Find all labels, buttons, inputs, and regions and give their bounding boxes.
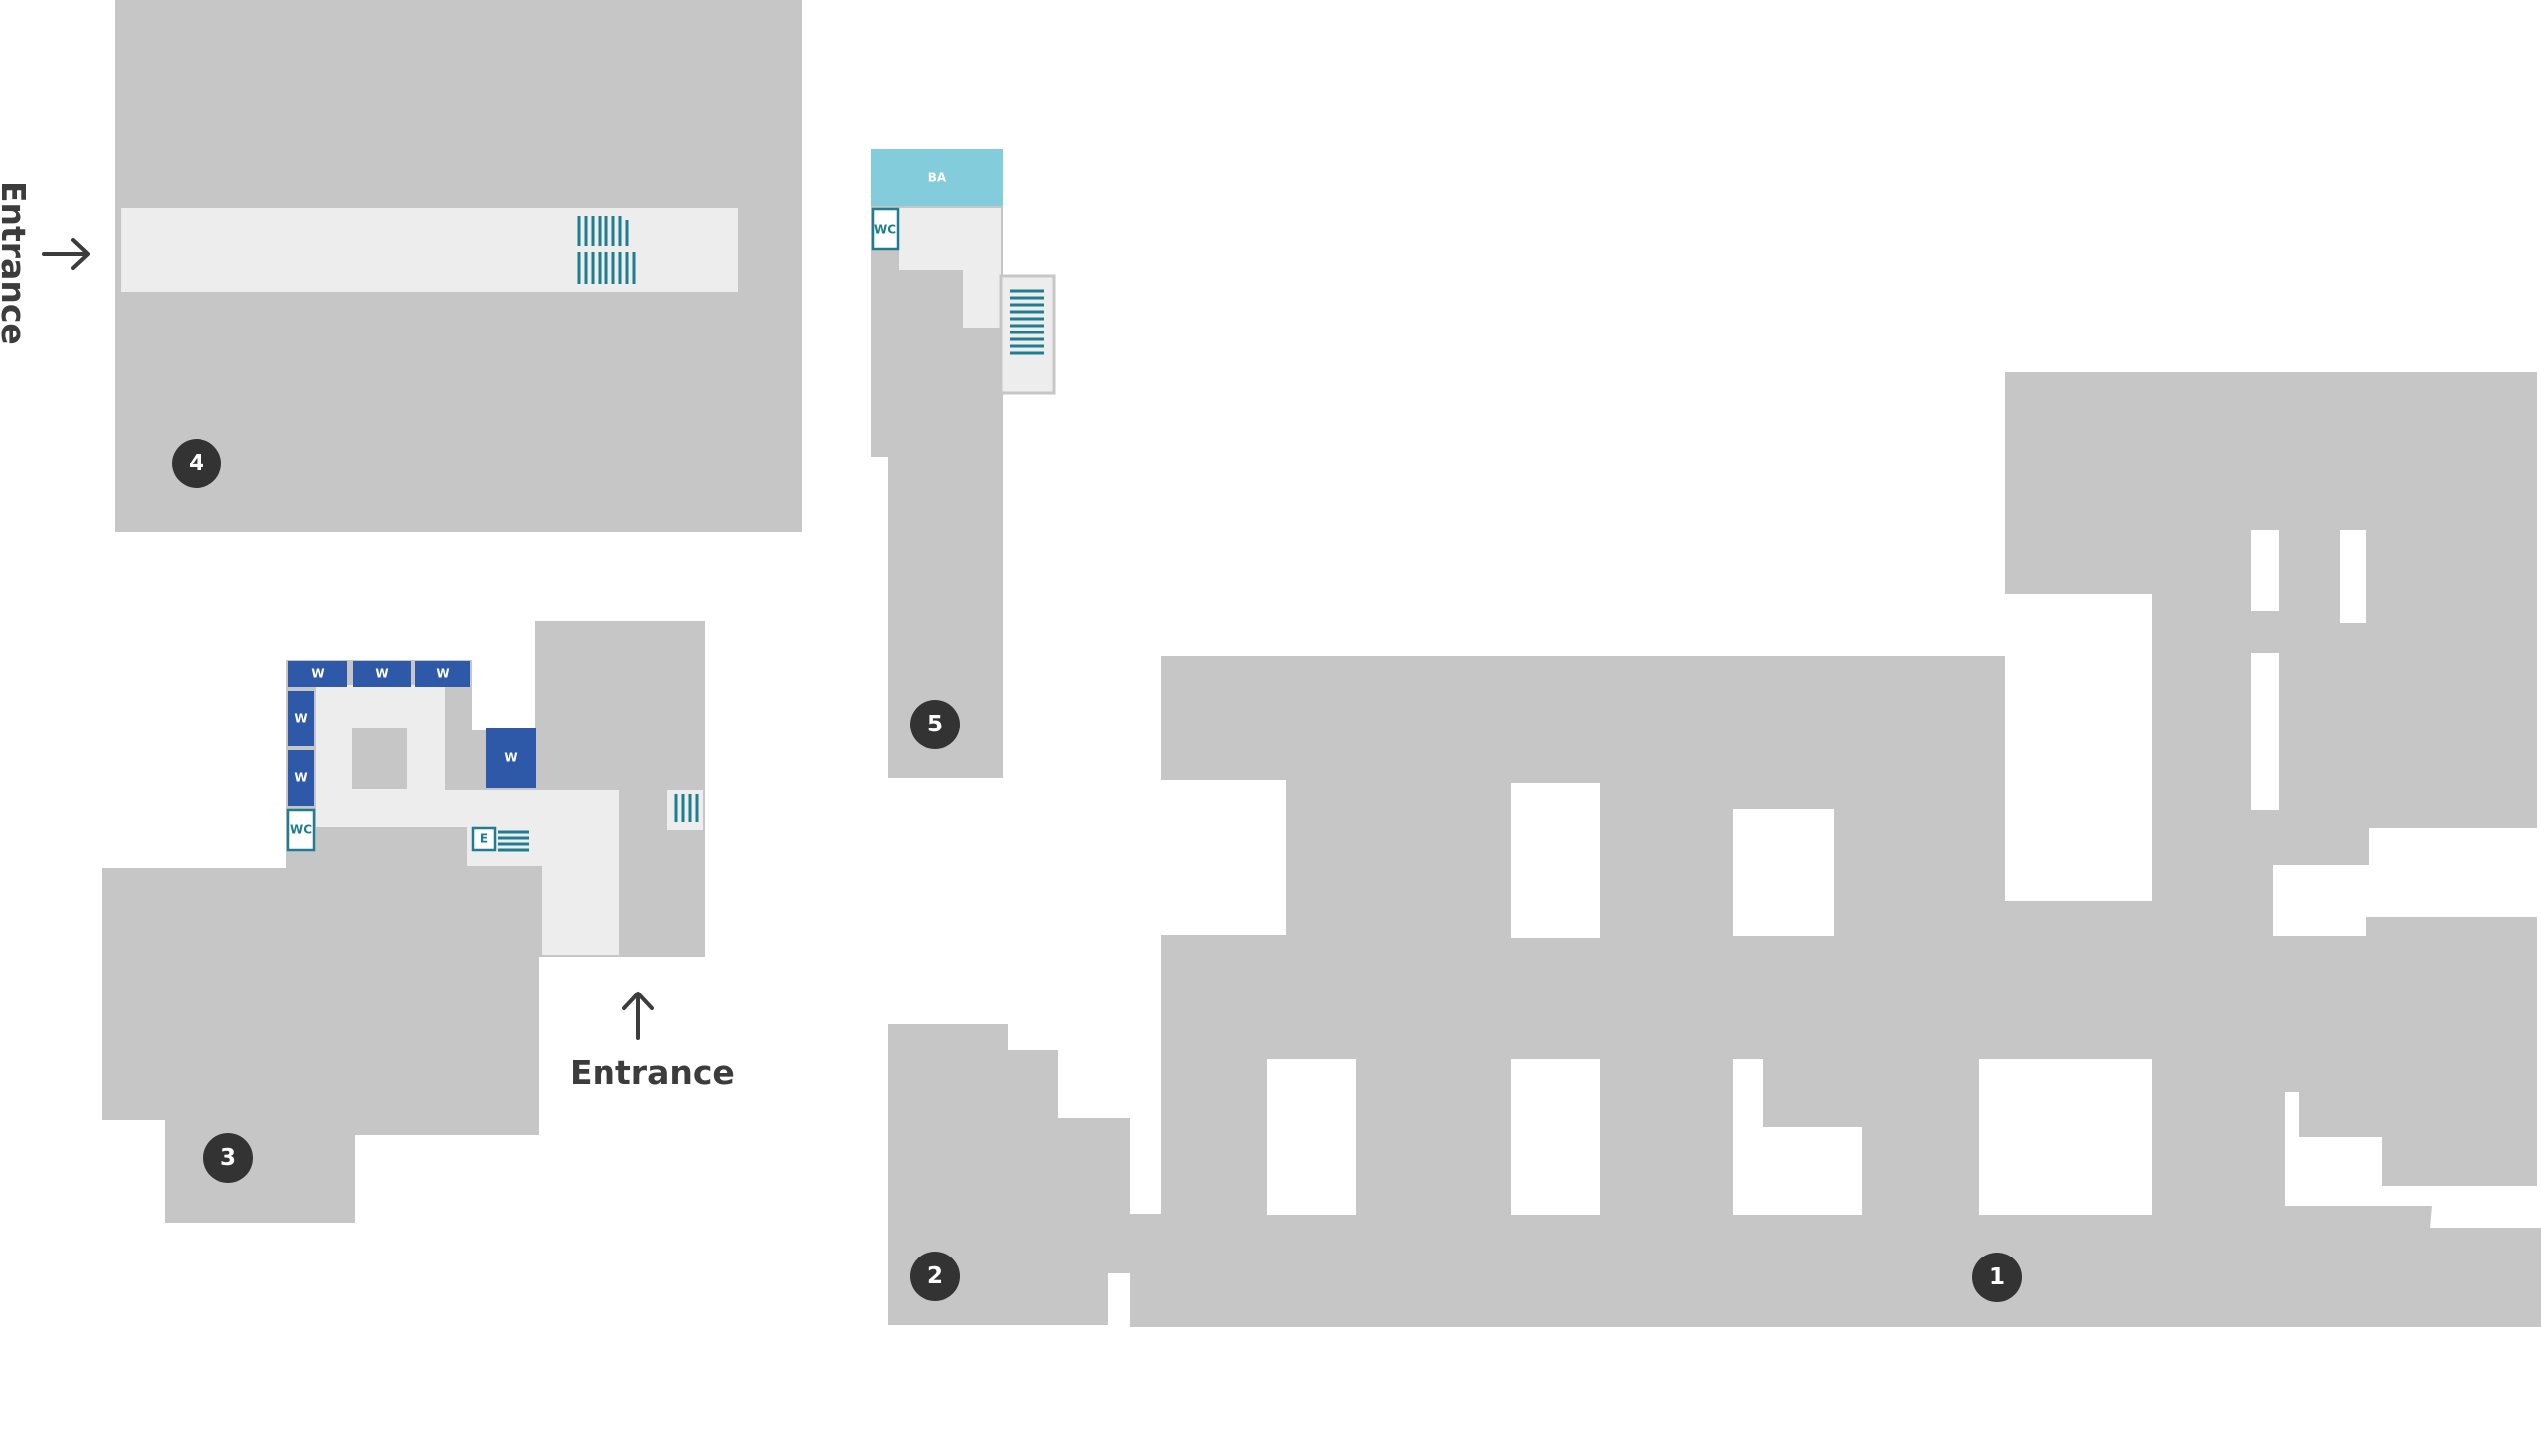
stairs-icon[interactable] — [498, 830, 529, 852]
building-1[interactable] — [1130, 372, 2541, 1327]
wc-room-lower[interactable]: WC — [286, 808, 316, 852]
ba-room-label: BA — [928, 171, 947, 185]
w-room[interactable]: W — [288, 661, 347, 687]
w-room[interactable]: W — [486, 728, 536, 788]
stairs-icon[interactable] — [577, 216, 636, 284]
building-number: 3 — [220, 1145, 236, 1171]
corridor-building-4 — [121, 208, 738, 292]
building-3[interactable]: E W W W W W W WC — [102, 621, 705, 1223]
w-room[interactable]: W — [288, 691, 314, 746]
building-marker-5[interactable]: 5 — [910, 700, 960, 749]
stairs-icon[interactable] — [674, 794, 699, 822]
building-5[interactable]: BA WC — [871, 149, 1056, 778]
courtyard-block — [352, 728, 407, 789]
corridor-building-5 — [899, 208, 1001, 328]
w-label: W — [375, 667, 388, 681]
entrance-west-label: Entrance — [0, 181, 33, 345]
w-room[interactable]: W — [288, 750, 314, 806]
stairs-icon[interactable] — [1010, 289, 1044, 355]
building-number: 4 — [189, 451, 204, 476]
building-marker-2[interactable]: 2 — [910, 1252, 960, 1301]
building-4[interactable] — [115, 0, 802, 532]
w-label: W — [436, 667, 449, 681]
elevator-room[interactable]: E — [471, 826, 497, 852]
stair-hall-building-5 — [999, 274, 1056, 395]
arrow-up-icon — [622, 992, 654, 1040]
w-label: W — [504, 751, 517, 765]
w-label: W — [294, 712, 307, 726]
building-marker-3[interactable]: 3 — [203, 1133, 253, 1183]
arrow-right-icon — [42, 238, 90, 270]
entrance-west[interactable]: Entrance — [0, 181, 90, 345]
wc-label: WC — [290, 823, 312, 837]
building-number: 5 — [927, 712, 943, 737]
building-marker-1[interactable]: 1 — [1972, 1253, 2022, 1302]
elevator-label: E — [480, 832, 488, 846]
entrance-south[interactable]: Entrance — [570, 992, 735, 1092]
ba-room[interactable] — [871, 149, 1003, 206]
w-label: W — [294, 771, 307, 785]
wc-label: WC — [874, 223, 896, 237]
w-label: W — [311, 667, 324, 681]
building-2[interactable] — [888, 1024, 1130, 1325]
wc-room-upper[interactable]: WC — [871, 207, 900, 251]
w-room[interactable]: W — [353, 661, 411, 687]
building-number: 1 — [1989, 1264, 2005, 1290]
entrance-south-label: Entrance — [570, 1053, 735, 1092]
building-number: 2 — [927, 1263, 943, 1289]
building-marker-4[interactable]: 4 — [172, 439, 221, 488]
w-room[interactable]: W — [415, 661, 470, 687]
